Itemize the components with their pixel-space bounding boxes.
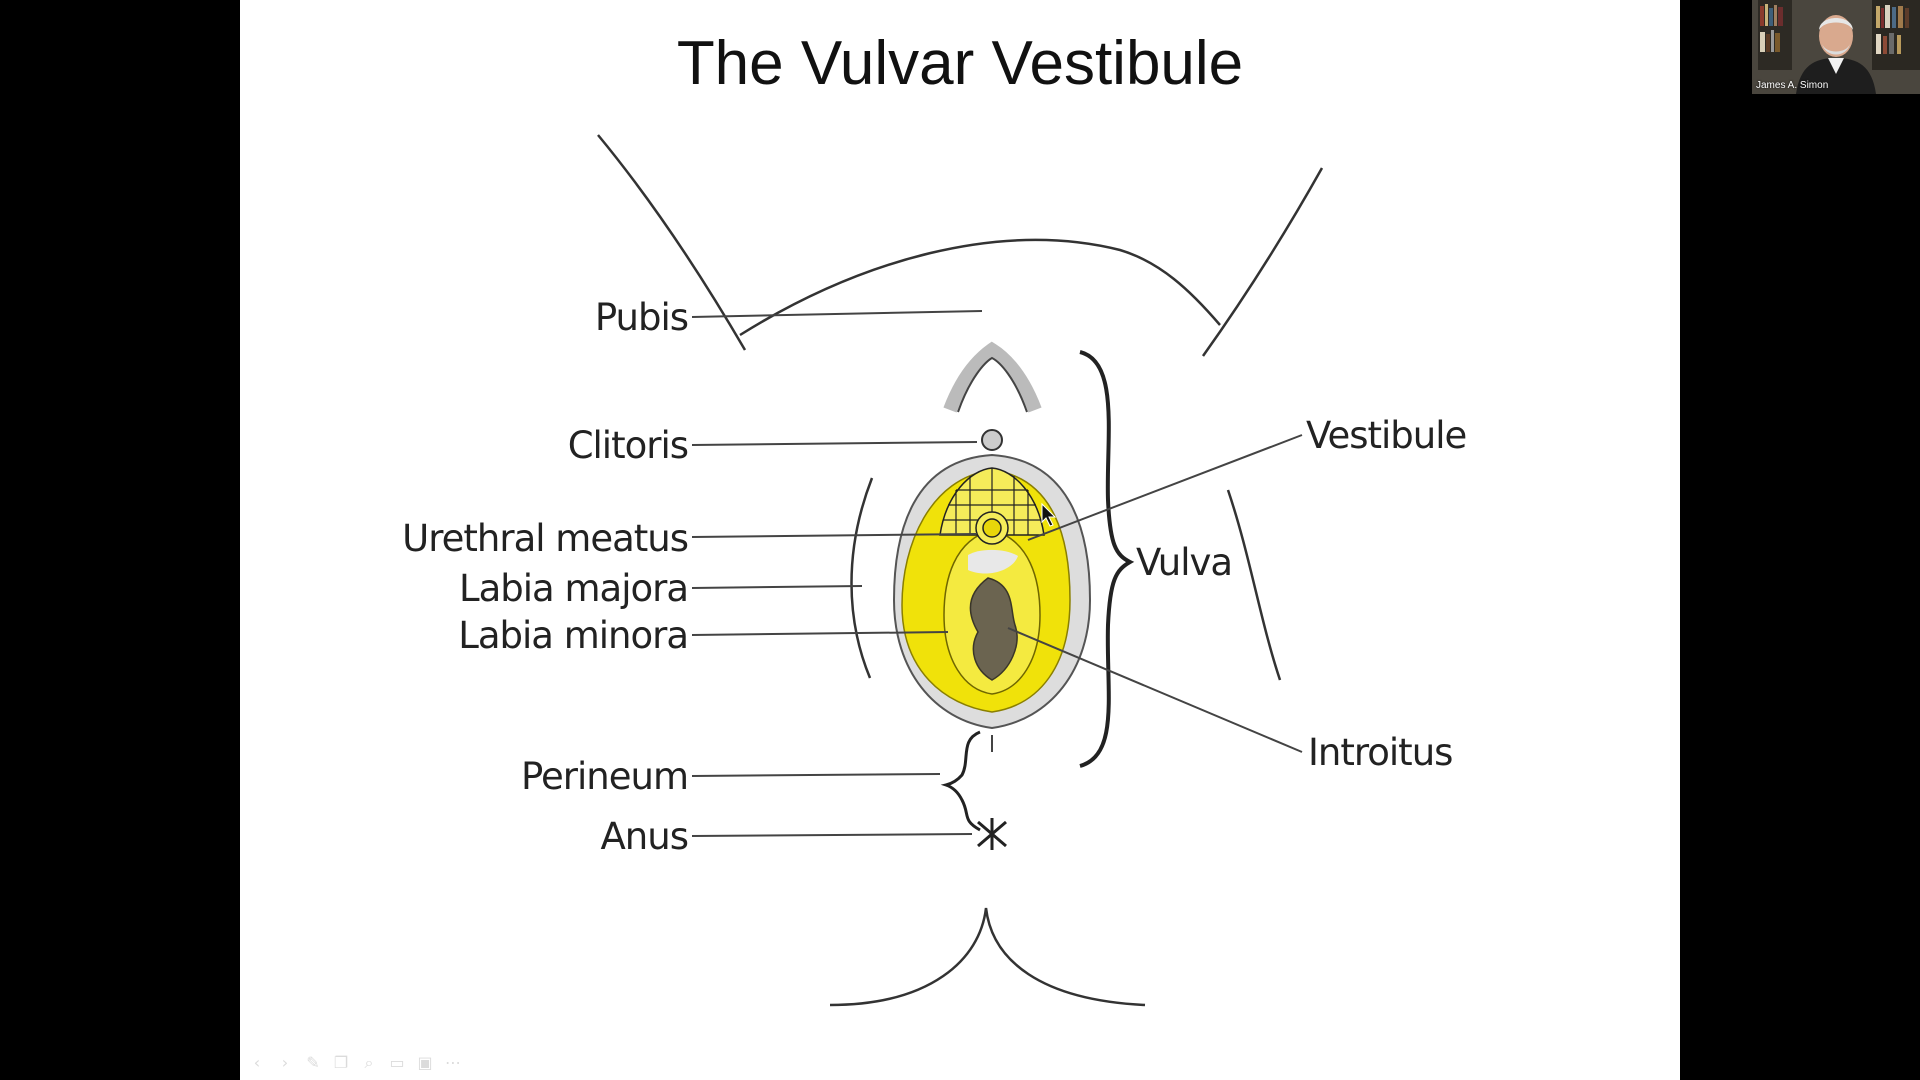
webcam-video bbox=[1752, 0, 1920, 94]
vestibule-pale-patch bbox=[968, 549, 1018, 574]
introitus-opening bbox=[969, 577, 1018, 681]
labia-minora-leader bbox=[691, 631, 949, 636]
anus-mark bbox=[977, 818, 1007, 850]
label-introitus: Introitus bbox=[1308, 731, 1452, 774]
label-urethral-meatus: Urethral meatus bbox=[402, 517, 688, 560]
right-labia-outer-curve bbox=[1226, 489, 1282, 681]
label-vestibule: Vestibule bbox=[1306, 414, 1466, 457]
introitus-leader bbox=[1007, 627, 1303, 753]
left-thigh-line bbox=[597, 134, 747, 351]
right-thigh-line bbox=[1201, 167, 1324, 357]
label-labia-minora: Labia minora bbox=[458, 614, 688, 657]
camera-icon[interactable]: ▣ bbox=[417, 1053, 433, 1072]
slideshow-toolbar: ‹ › ✎ ❐ ⌕ ▭ ▣ ⋯ bbox=[246, 1052, 464, 1074]
pubis-leader bbox=[691, 310, 983, 318]
mouse-cursor-icon bbox=[1041, 502, 1057, 527]
vulva-brace bbox=[1079, 350, 1135, 768]
pen-icon[interactable]: ✎ bbox=[306, 1053, 320, 1072]
clitoris-glans bbox=[981, 429, 1003, 451]
clitoris-leader bbox=[691, 441, 978, 446]
perineum-leader bbox=[691, 773, 941, 777]
label-anus: Anus bbox=[601, 815, 689, 858]
anus-leader bbox=[691, 833, 973, 837]
anatomy-diagram: Pubis Clitoris Urethral meatus Labia maj… bbox=[402, 134, 1467, 1007]
webcam-thumbnail[interactable]: James A. Simon bbox=[1752, 0, 1920, 94]
participant-figure bbox=[1796, 15, 1876, 94]
body-outline bbox=[597, 134, 1324, 1007]
prev-icon[interactable]: ‹ bbox=[253, 1053, 261, 1072]
vestibule-leader bbox=[1027, 434, 1303, 541]
vestibule-region bbox=[892, 453, 1092, 730]
bookshelf bbox=[1758, 0, 1920, 70]
label-labia-majora: Labia majora bbox=[459, 567, 688, 610]
label-pubis: Pubis bbox=[595, 296, 688, 339]
pubic-mound-curve bbox=[739, 238, 1221, 337]
leader-lines bbox=[691, 310, 1303, 837]
search-icon[interactable]: ⌕ bbox=[364, 1053, 374, 1072]
next-icon[interactable]: › bbox=[281, 1053, 289, 1072]
clitoral-hood bbox=[943, 341, 1042, 413]
label-perineum: Perineum bbox=[521, 755, 688, 798]
buttocks-curve bbox=[829, 907, 1146, 1007]
label-vulva: Vulva bbox=[1136, 541, 1232, 584]
urethral-meatus-leader bbox=[691, 533, 977, 538]
screen-icon[interactable]: ▭ bbox=[389, 1053, 405, 1072]
presentation-slide: The Vulvar Vestibule bbox=[240, 0, 1680, 1080]
slide-title: The Vulvar Vestibule bbox=[676, 29, 1244, 98]
perineum-brace bbox=[940, 730, 981, 832]
left-labia-outer-curve bbox=[850, 477, 874, 679]
urethral-meatus-ring-inner bbox=[982, 518, 1002, 538]
more-icon[interactable]: ⋯ bbox=[445, 1053, 461, 1072]
label-clitoris: Clitoris bbox=[568, 424, 688, 467]
copy-icon[interactable]: ❐ bbox=[333, 1053, 349, 1072]
labia-majora-leader bbox=[691, 585, 863, 589]
participant-name: James A. Simon bbox=[1756, 80, 1829, 91]
